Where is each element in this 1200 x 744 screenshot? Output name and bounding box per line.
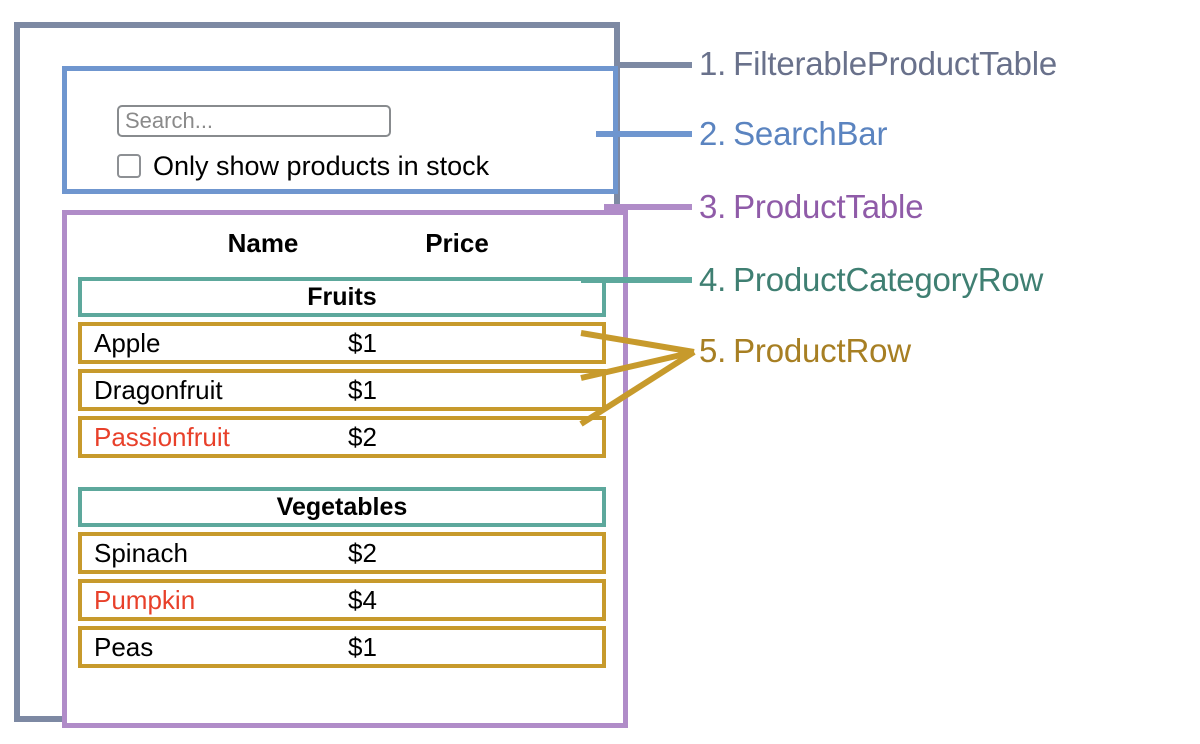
- product-name: Peas: [94, 632, 154, 662]
- annotation-4-label: ProductCategoryRow: [733, 261, 1044, 298]
- in-stock-checkbox[interactable]: [117, 154, 141, 178]
- annotation-1: 1.FilterableProductTable: [699, 47, 1057, 80]
- product-rows-container: Fruits Apple $1 Dragonfruit $1 Passionfr…: [78, 277, 606, 673]
- in-stock-checkbox-row[interactable]: Only show products in stock: [117, 149, 489, 183]
- annotation-4: 4.ProductCategoryRow: [699, 263, 1043, 296]
- annotation-3-number: 3.: [699, 188, 727, 225]
- product-price: $2: [348, 422, 377, 452]
- product-row: Dragonfruit $1: [78, 369, 606, 411]
- product-category-label: Fruits: [307, 283, 377, 311]
- annotation-1-number: 1.: [699, 45, 727, 82]
- product-price: $1: [348, 375, 377, 405]
- product-price: $4: [348, 585, 377, 615]
- filterable-product-table-frame: Only show products in stock Name Price F…: [14, 22, 628, 728]
- product-row: Pumpkin $4: [78, 579, 606, 621]
- annotation-5: 5.ProductRow: [699, 334, 911, 367]
- annotation-3-label: ProductTable: [733, 188, 924, 225]
- column-header-name: Name: [227, 228, 299, 258]
- annotation-3: 3.ProductTable: [699, 188, 924, 225]
- product-price: $1: [348, 632, 377, 662]
- product-row: Spinach $2: [78, 532, 606, 574]
- annotation-2-label: SearchBar: [733, 115, 888, 152]
- product-table-frame: Name Price Fruits Apple $1 Dragonfruit $…: [62, 210, 628, 728]
- product-row: Apple $1: [78, 322, 606, 364]
- product-category-label: Vegetables: [276, 493, 408, 521]
- product-row: Passionfruit $2: [78, 416, 606, 458]
- product-category-row: Fruits: [78, 277, 606, 317]
- annotation-5-number: 5.: [699, 332, 727, 369]
- annotation-2: 2.SearchBar: [699, 117, 887, 150]
- search-input[interactable]: [117, 105, 391, 137]
- product-name: Dragonfruit: [94, 375, 223, 405]
- product-name: Apple: [94, 328, 161, 358]
- product-price: $1: [348, 328, 377, 358]
- in-stock-checkbox-label: Only show products in stock: [153, 150, 490, 181]
- annotation-4-number: 4.: [699, 261, 727, 298]
- product-row: Peas $1: [78, 626, 606, 668]
- column-header-price: Price: [425, 228, 489, 258]
- product-table-header: Name Price: [67, 223, 623, 263]
- annotation-2-number: 2.: [699, 115, 727, 152]
- product-price: $2: [348, 538, 377, 568]
- product-name: Passionfruit: [94, 422, 230, 452]
- group-spacer: [78, 463, 606, 487]
- product-name: Pumpkin: [94, 585, 196, 615]
- search-bar-frame: Only show products in stock: [62, 66, 618, 194]
- product-category-row: Vegetables: [78, 487, 606, 527]
- product-name: Spinach: [94, 538, 188, 568]
- annotation-5-label: ProductRow: [733, 332, 911, 369]
- annotation-1-label: FilterableProductTable: [733, 45, 1058, 82]
